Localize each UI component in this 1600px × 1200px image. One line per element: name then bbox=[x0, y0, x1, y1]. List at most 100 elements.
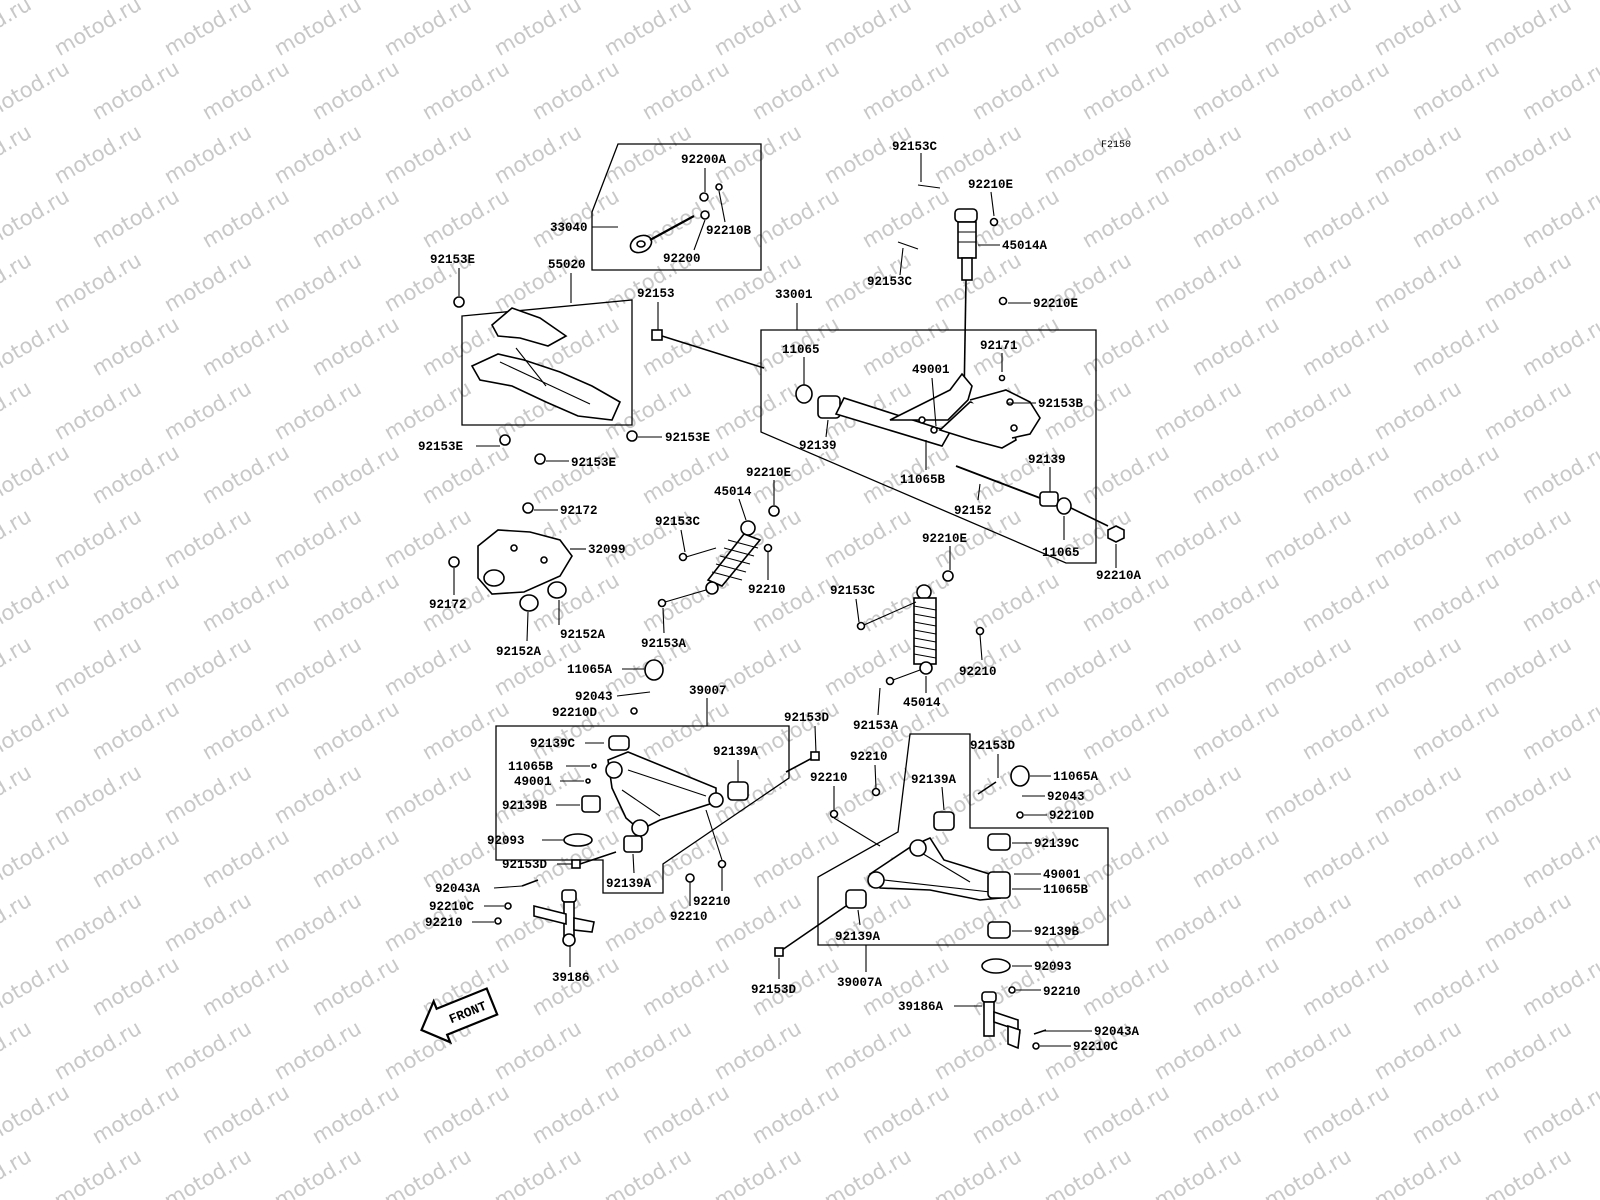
label-92043-r: 92043 bbox=[1047, 790, 1085, 804]
label-92171: 92171 bbox=[980, 339, 1018, 353]
label-92043: 92043 bbox=[575, 690, 613, 704]
label-92210-sh: 92210 bbox=[748, 583, 786, 597]
group-box-39007 bbox=[495, 725, 790, 894]
part-33040 bbox=[629, 183, 723, 254]
part-92152A-2 bbox=[519, 594, 539, 612]
label-11065A: 11065A bbox=[567, 663, 613, 677]
label-92210-l: 92210 bbox=[425, 916, 463, 930]
label-92210-r1: 92210 bbox=[850, 750, 888, 764]
label-92210-r3: 92210 bbox=[1043, 985, 1081, 999]
label-92153D-b: 92153D bbox=[502, 858, 548, 872]
label-39186: 39186 bbox=[552, 971, 590, 985]
part-92093 bbox=[563, 833, 593, 847]
part-92139C-r bbox=[987, 833, 1011, 851]
label-33040: 33040 bbox=[550, 221, 588, 235]
label-92093: 92093 bbox=[487, 834, 525, 848]
label-92153: 92153 bbox=[637, 287, 675, 301]
label-92153A-sh2: 92153A bbox=[853, 719, 899, 733]
part-11065 bbox=[795, 384, 813, 404]
label-92139C: 92139C bbox=[530, 737, 576, 751]
part-92139A-r bbox=[933, 811, 955, 831]
group-box-55020 bbox=[461, 299, 633, 426]
label-92153E-c: 92153E bbox=[665, 431, 710, 445]
part-92139A-b bbox=[623, 835, 643, 853]
label-11065B-r: 11065B bbox=[1043, 883, 1089, 897]
label-92153C-mid: 92153C bbox=[867, 275, 913, 289]
label-92153D-r: 92153D bbox=[970, 739, 1016, 753]
part-39007-aarm bbox=[605, 751, 724, 837]
label-49001-l: 49001 bbox=[514, 775, 552, 789]
part-11065A-r bbox=[1010, 765, 1030, 787]
label-92139-r: 92139 bbox=[1028, 453, 1066, 467]
part-11065A bbox=[644, 659, 664, 681]
label-92153C-top: 92153C bbox=[892, 140, 938, 154]
label-33001: 33001 bbox=[775, 288, 813, 302]
part-92153-bolt bbox=[651, 329, 765, 369]
part-39007A-aarm bbox=[867, 836, 1011, 901]
figure-code: F2150 bbox=[1101, 140, 1131, 151]
part-39186-knuckle bbox=[533, 889, 595, 947]
label-92200: 92200 bbox=[663, 252, 701, 266]
label-92200A: 92200A bbox=[681, 153, 727, 167]
label-92153E-b: 92153E bbox=[418, 440, 463, 454]
label-92139A: 92139A bbox=[713, 745, 759, 759]
label-11065B-l: 11065B bbox=[508, 760, 554, 774]
label-92210C: 92210C bbox=[429, 900, 475, 914]
part-92139A bbox=[727, 781, 749, 801]
label-92139: 92139 bbox=[799, 439, 837, 453]
label-92172-a: 92172 bbox=[560, 504, 598, 518]
label-92153A-sh: 92153A bbox=[641, 637, 687, 651]
label-92153C-sh2: 92153C bbox=[830, 584, 876, 598]
label-39186A: 39186A bbox=[898, 1000, 944, 1014]
front-arrow: FRONT bbox=[420, 987, 499, 1045]
label-11065: 11065 bbox=[782, 343, 820, 357]
part-92139A-r2 bbox=[845, 889, 867, 909]
label-92210-r2: 92210 bbox=[810, 771, 848, 785]
part-92152A-1 bbox=[547, 581, 567, 599]
part-32099 bbox=[477, 529, 573, 595]
label-92172-b: 92172 bbox=[429, 598, 467, 612]
part-92093-r bbox=[981, 958, 1011, 974]
label-49001-r: 49001 bbox=[1043, 868, 1081, 882]
label-92043A: 92043A bbox=[435, 882, 481, 896]
part-92139B bbox=[581, 795, 601, 813]
label-92210E-top: 92210E bbox=[968, 178, 1013, 192]
label-92093-r: 92093 bbox=[1034, 960, 1072, 974]
label-92152A-a: 92152A bbox=[560, 628, 606, 642]
part-45014A bbox=[897, 184, 1008, 401]
part-39186A-knuckle bbox=[981, 991, 1021, 1050]
label-92043A-r: 92043A bbox=[1094, 1025, 1140, 1039]
label-92153E-d: 92153E bbox=[571, 456, 616, 470]
part-92139B-r bbox=[987, 921, 1011, 939]
label-49001: 49001 bbox=[912, 363, 950, 377]
label-45014-2: 45014 bbox=[903, 696, 941, 710]
label-92153E-a: 92153E bbox=[430, 253, 475, 267]
label-92210-c: 92210 bbox=[670, 910, 708, 924]
label-92210E-mid: 92210E bbox=[1033, 297, 1078, 311]
label-39007A: 39007A bbox=[837, 976, 883, 990]
label-39007: 39007 bbox=[689, 684, 727, 698]
label-92210E-sh: 92210E bbox=[746, 466, 791, 480]
label-45014: 45014 bbox=[714, 485, 752, 499]
group-box-33040 bbox=[591, 143, 762, 271]
label-92139A-b: 92139A bbox=[606, 877, 652, 891]
label-92153D-r2: 92153D bbox=[751, 983, 797, 997]
label-92152A-b: 92152A bbox=[496, 645, 542, 659]
label-92139B-r: 92139B bbox=[1034, 925, 1080, 939]
label-11065-r: 11065 bbox=[1042, 546, 1080, 560]
part-92152-axle bbox=[955, 465, 1125, 543]
part-swingarm bbox=[834, 372, 1041, 449]
label-92210A: 92210A bbox=[1096, 569, 1142, 583]
label-92139A-r: 92139A bbox=[911, 773, 957, 787]
label-92210-sh2: 92210 bbox=[959, 665, 997, 679]
label-92210D-r: 92210D bbox=[1049, 809, 1095, 823]
label-45014A: 45014A bbox=[1002, 239, 1048, 253]
part-92139C bbox=[608, 735, 630, 751]
label-92153D-a: 92153D bbox=[784, 711, 830, 725]
label-92210C-r: 92210C bbox=[1073, 1040, 1119, 1054]
label-92153C-sh: 92153C bbox=[655, 515, 701, 529]
part-45014-2 bbox=[913, 584, 937, 675]
part-45014 bbox=[705, 520, 762, 595]
label-92139C-r: 92139C bbox=[1034, 837, 1080, 851]
